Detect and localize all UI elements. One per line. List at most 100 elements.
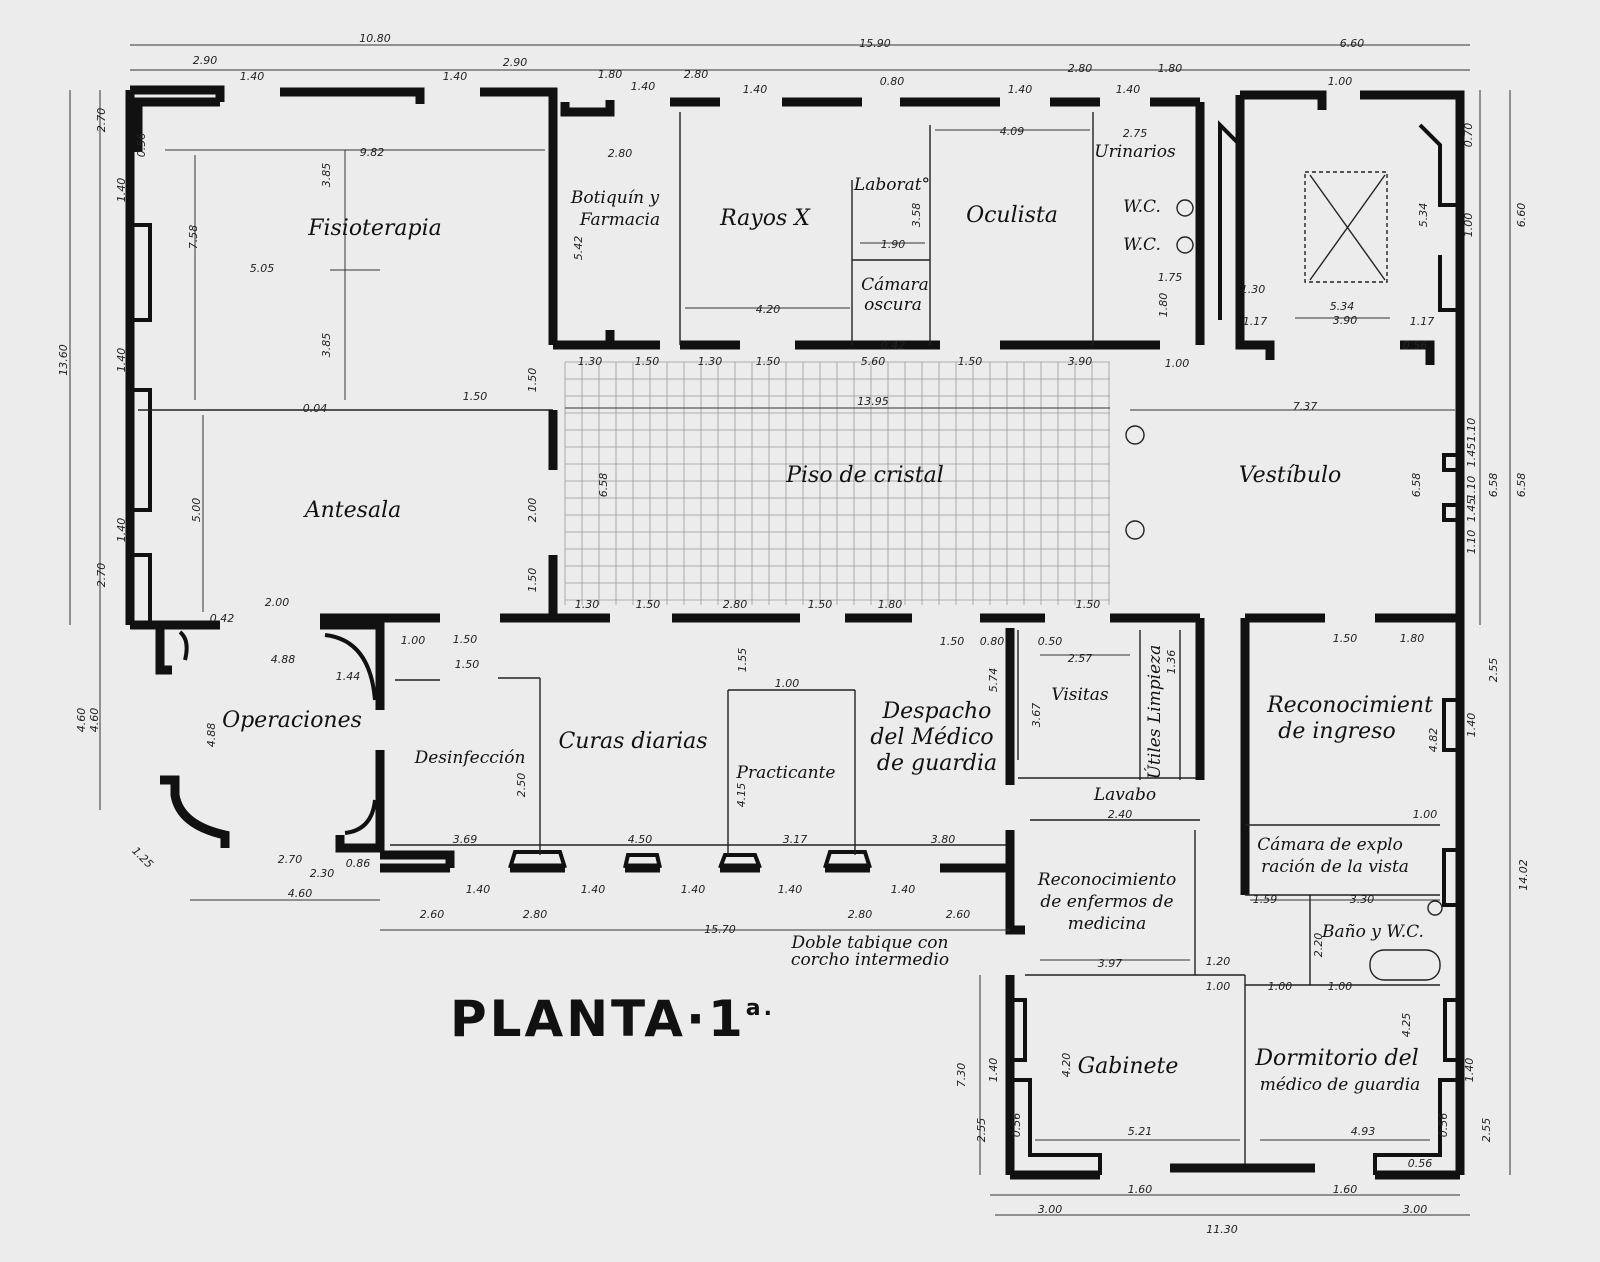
label-camara-exploracion-2: ración de la vista	[1261, 857, 1409, 877]
dim-label: 5.34	[1417, 203, 1430, 228]
dim-label: 1.10	[1465, 530, 1478, 555]
label-urinarios: Urinarios	[1094, 142, 1176, 162]
dim-label: 1.50	[453, 633, 478, 646]
dim-label: 1.30	[575, 598, 600, 611]
dim-label: 3.85	[320, 163, 333, 188]
dim-label: 2.80	[523, 908, 548, 921]
dim-label: 1.60	[1333, 1183, 1358, 1196]
dim-label: 0.86	[346, 857, 371, 870]
label-piso-cristal: Piso de cristal	[785, 463, 944, 488]
dim-label: 6.60	[1340, 37, 1365, 50]
dim-label: 2.80	[684, 68, 709, 81]
label-oculista: Oculista	[966, 203, 1058, 228]
plan-title: PLANTA·1a.	[450, 990, 775, 1048]
dim-label: 0.56	[135, 133, 148, 158]
dim-label: 4.25	[1400, 1013, 1413, 1038]
dim-label: 2.90	[503, 56, 528, 69]
dim-label: 13.60	[57, 344, 70, 376]
dim-label: 2.75	[1123, 127, 1148, 140]
dim-label: 0.50	[1038, 635, 1063, 648]
dim-label: 1.40	[1465, 713, 1478, 738]
dim-label: 4.88	[205, 723, 218, 748]
dim-label: 2.00	[526, 498, 539, 523]
dim-label: 1.45	[1465, 443, 1478, 468]
dim-label: 1.25	[129, 844, 156, 871]
dim-label: 5.00	[190, 498, 203, 523]
dim-label: 4.15	[735, 783, 748, 808]
label-laboratorio: Laborat°	[853, 175, 930, 195]
dim-label: 0.80	[880, 75, 905, 88]
dim-label: 4.20	[756, 303, 781, 316]
dim-label: 1.50	[526, 368, 539, 393]
dim-label: 1.80	[878, 598, 903, 611]
dim-label: 2.30	[310, 867, 335, 880]
dim-label: 1.40	[115, 178, 128, 203]
dim-label: 5.34	[1330, 300, 1355, 313]
dim-label: 2.00	[265, 596, 290, 609]
dim-label: 4.60	[288, 887, 313, 900]
dim-label: 3.85	[320, 333, 333, 358]
label-despacho-1: Despacho	[882, 699, 992, 724]
dim-label: 0.56	[1437, 1113, 1450, 1138]
dim-label: 3.97	[1098, 957, 1123, 970]
dim-label: 3.00	[1403, 1203, 1428, 1216]
dim-label: 1.00	[1328, 980, 1353, 993]
dim-label: 1.60	[1128, 1183, 1153, 1196]
dim-label: 1.17	[1410, 315, 1435, 328]
dim-label: 1.20	[1206, 955, 1231, 968]
dim-label: 5.60	[861, 355, 886, 368]
dim-label: 2.70	[278, 853, 303, 866]
label-visitas: Visitas	[1051, 685, 1109, 705]
dim-label: 1.30	[698, 355, 723, 368]
dim-label: 2.90	[193, 54, 218, 67]
room-labels: Fisioterapia Botiquín y Farmacia Rayos X…	[222, 142, 1433, 1095]
dim-label: 1.50	[463, 390, 488, 403]
dim-label: 1.40	[1008, 83, 1033, 96]
dim-label: 1.00	[1328, 75, 1353, 88]
dim-label: 2.80	[848, 908, 873, 921]
dim-label: 4.60	[75, 708, 88, 733]
dim-label: 1.40	[681, 883, 706, 896]
dim-label: 1.50	[808, 598, 833, 611]
dim-label: 5.74	[987, 668, 1000, 693]
dim-label: 4.20	[1060, 1053, 1073, 1078]
dim-label: 3.17	[783, 833, 808, 846]
dim-label: 1.00	[1165, 357, 1190, 370]
label-bano-wc: Baño y W.C.	[1321, 922, 1424, 942]
label-botiquin-1: Botiquín y	[570, 188, 660, 208]
dim-label: 1.50	[1333, 632, 1358, 645]
dim-label: 5.21	[1128, 1125, 1153, 1138]
dim-label: 6.60	[1515, 203, 1528, 228]
dim-label: 2.55	[1480, 1118, 1493, 1143]
label-gabinete: Gabinete	[1078, 1054, 1179, 1079]
label-wc-2: W.C.	[1123, 235, 1161, 255]
dim-label: 3.90	[1068, 355, 1093, 368]
label-wc-1: W.C.	[1123, 197, 1161, 217]
dim-label: 1.50	[455, 658, 480, 671]
label-botiquin-2: Farmacia	[579, 210, 660, 230]
dim-label: 6.58	[597, 473, 610, 498]
label-utiles-limpieza: Útiles Limpieza	[1144, 645, 1165, 780]
dim-label: 2.55	[1487, 658, 1500, 683]
label-desinfeccion: Desinfección	[414, 748, 526, 768]
dim-label: 1.40	[240, 70, 265, 83]
dim-label: 1.40	[115, 518, 128, 543]
label-practicante: Practicante	[736, 763, 836, 783]
dim-label: 2.50	[515, 773, 528, 798]
label-dormitorio-2: médico de guardia	[1260, 1075, 1421, 1095]
dim-label: 1.50	[636, 598, 661, 611]
dim-label: 1.80	[1158, 62, 1183, 75]
dim-label: 1.40	[581, 883, 606, 896]
dim-label: 1.50	[635, 355, 660, 368]
dim-label: 2.70	[95, 563, 108, 588]
label-fisioterapia: Fisioterapia	[307, 216, 442, 241]
dim-label: 1.30	[578, 355, 603, 368]
dim-label: 0.42	[210, 612, 235, 625]
dimension-labels: 10.80 15.90 6.60 2.90 1.40 1.40 2.90 1.8…	[57, 32, 1530, 1236]
label-vestibulo: Vestíbulo	[1239, 463, 1342, 488]
dim-label: 1.55	[736, 648, 749, 673]
label-camara-oscura-2: oscura	[864, 295, 922, 315]
dim-label: 1.00	[1206, 980, 1231, 993]
glass-floor-grid	[564, 361, 1110, 605]
dim-label: 1.10	[1465, 476, 1478, 501]
